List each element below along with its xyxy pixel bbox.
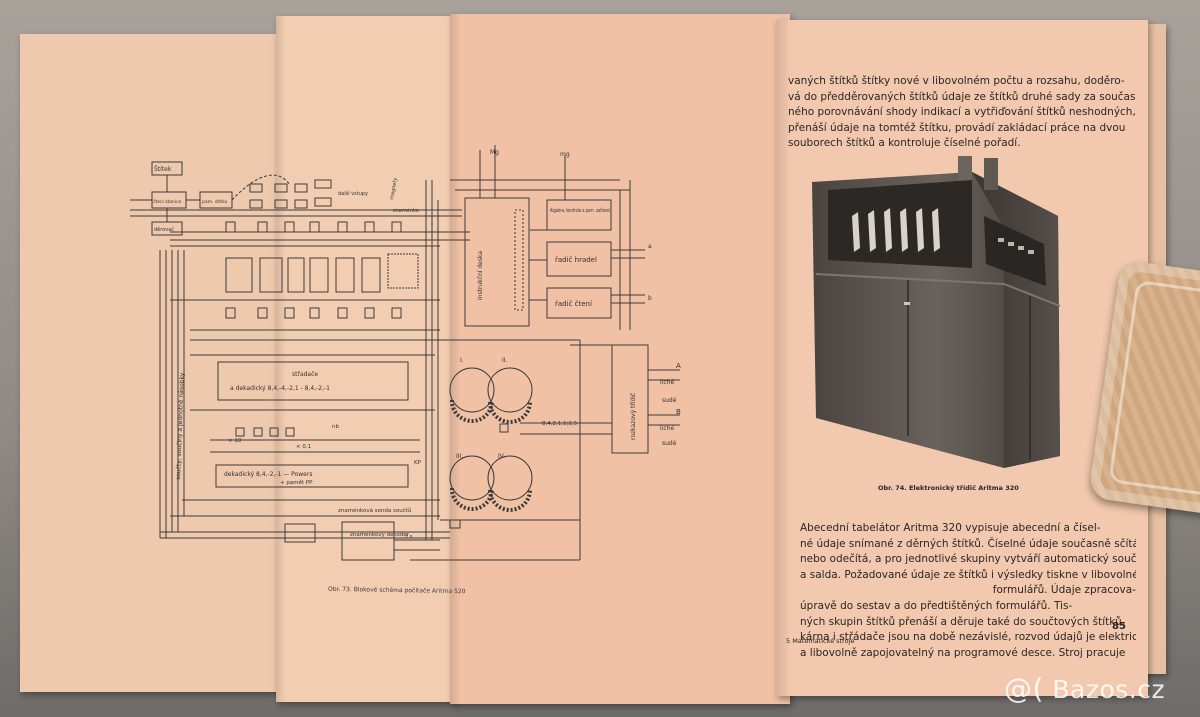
label-zn-sonda: znaménková sonda součtů xyxy=(338,507,411,514)
foldout-panel-middle xyxy=(276,16,454,702)
label-hradel: řadič hradel xyxy=(555,256,597,264)
label-stitek: Štítek xyxy=(154,166,172,173)
label-x10: × 10 xyxy=(228,438,242,444)
paragraph-2: Abecední tabelátor Aritma 320 vypisuje a… xyxy=(788,521,1136,661)
page-footer: 5 Matematické stroje xyxy=(786,637,855,645)
label-b: b xyxy=(648,295,652,302)
label-x01: × 0,1 xyxy=(296,444,311,450)
label-roman4: IV. xyxy=(498,453,505,460)
text-line: úpravě do sestav a do předtištěných form… xyxy=(800,599,1073,612)
sorter-machine-photo xyxy=(812,156,1061,468)
label-roman3: III. xyxy=(456,453,463,460)
page-number: 85 xyxy=(1112,621,1126,632)
label-cteni: řadič čtení xyxy=(555,300,593,308)
label-snimac: čtecí stanice xyxy=(153,198,182,205)
text-line: souborech štítků a kontroluje číselné po… xyxy=(788,137,1021,150)
text-line: né údaje snímané z děrných štítků. Čísel… xyxy=(800,537,1136,550)
label-mg2: mg xyxy=(560,151,570,158)
block-diagram: Štítek čtecí stanice pam. stítku děrovač… xyxy=(130,145,681,561)
label-roman1: I. xyxy=(460,357,464,364)
text-line: kárna i střádače jsou na době nezávislé,… xyxy=(800,631,1136,644)
text-line: nebo odečítá, a pro jednotlivé skupiny v… xyxy=(800,553,1136,566)
label-A: A xyxy=(676,362,681,370)
label-prenos: pam. stítku xyxy=(202,198,227,205)
watermark: @( Bazos.cz xyxy=(1004,672,1165,705)
label-instrukcni: instrukční deska xyxy=(477,251,484,300)
foldout-panel-left xyxy=(20,34,290,692)
text-line: vaných štítků štítky nové v libovolném p… xyxy=(788,75,1125,87)
label-soucty: součty, součiny a jednotné násobky xyxy=(175,372,186,480)
label-rozkazovy: rozkazový třídič xyxy=(630,393,637,440)
text-line: přenáší údaje na tomtéž štítku, provádí … xyxy=(788,121,1126,134)
label-a: a xyxy=(648,243,652,250)
label-stradace: střadače xyxy=(292,371,318,378)
block-instrukcni xyxy=(464,197,530,327)
block-zn-dekoder xyxy=(341,521,395,561)
label-nb: nb xyxy=(332,424,339,430)
text-line: a libovolně zapojovatelný na programové … xyxy=(800,646,1126,659)
text-line: ného porovnávání shody indikací a vytřiď… xyxy=(788,106,1136,119)
label-znamenko: znaménko xyxy=(393,207,419,214)
text-line: ných skupin štítků přenáší a děruje také… xyxy=(800,615,1125,628)
label-kp: KP xyxy=(414,460,422,466)
block-hradel xyxy=(546,241,612,277)
label-fs: f s xyxy=(406,534,413,540)
label-mg1: Mg xyxy=(490,149,499,156)
text-line: vá do předděrovaných štítků údaje ze ští… xyxy=(788,90,1136,103)
label-B: B xyxy=(676,408,681,416)
block-stradace xyxy=(217,361,409,401)
block-dekadicky xyxy=(215,464,409,488)
label-registr: + pamět PP xyxy=(280,479,313,486)
text-line: formulářů. Údaje zpracova- xyxy=(992,584,1136,597)
label-roman2: II. xyxy=(502,357,508,364)
label-sude1: sudé xyxy=(662,397,677,404)
label-dekadicky: a dekadický 8,4,-4,-2,1 - 8,4,-2,-1 xyxy=(230,385,330,392)
block-algebra xyxy=(546,199,612,231)
label-derovac: děrovač xyxy=(154,226,174,233)
block-rozkazovy xyxy=(611,344,649,454)
paragraph-1: vaných štítků štítky nové v libovolném p… xyxy=(788,74,1136,152)
watermark-symbol: @( xyxy=(1004,672,1044,705)
label-magnety: magnety xyxy=(389,177,399,200)
label-seq: 8,4,2,1,1;2,5 xyxy=(542,421,578,427)
label-zn-dekoder: znaménkový dekodér xyxy=(350,531,410,538)
watermark-text: Bazos.cz xyxy=(1052,675,1166,704)
foldout-panel-right xyxy=(450,14,790,704)
label-liche2: liché xyxy=(660,425,674,432)
label-dekadicky2: dekadický 8,4,-2,-1 — Powers xyxy=(224,471,312,478)
photo-caption: Obr. 74. Elektronický třídič Aritma 320 xyxy=(878,484,1019,492)
text-line: Abecední tabelátor Aritma 320 vypisuje a… xyxy=(800,522,1101,534)
label-vstupy: další vstupy xyxy=(338,190,368,197)
label-liche1: liché xyxy=(660,379,674,386)
label-algebra: Algebra, kontrola a pom. zařízení xyxy=(550,207,610,214)
label-sude2: sudé xyxy=(662,440,677,447)
text-line: a salda. Požadované údaje ze štítků i vý… xyxy=(800,568,1136,581)
